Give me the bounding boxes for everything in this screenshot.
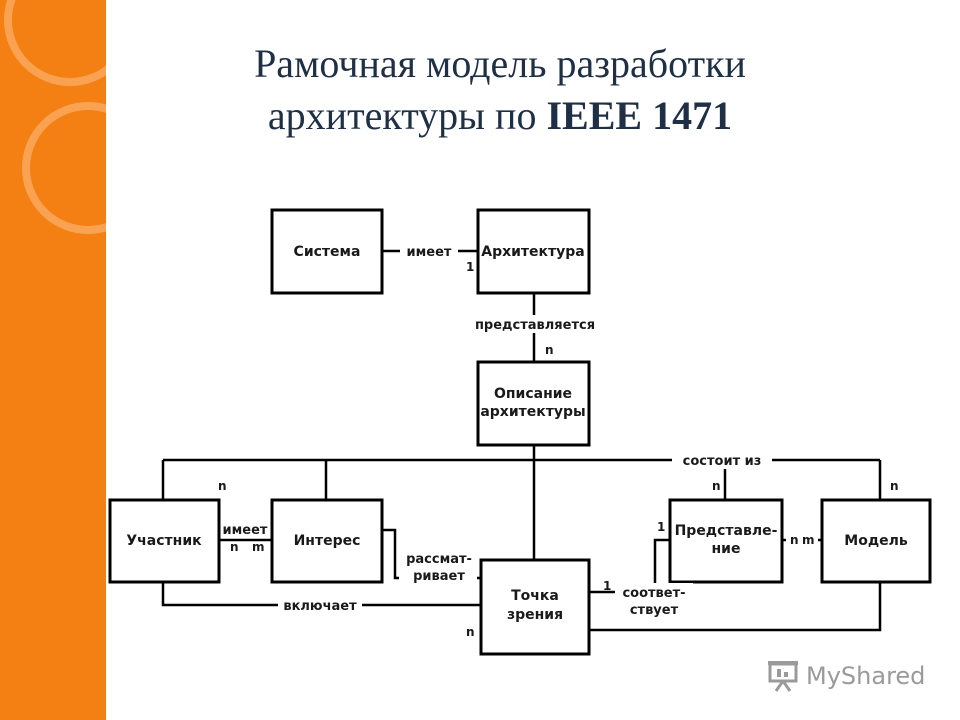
svg-text:n: n — [790, 533, 799, 547]
mysharedlogo: MyShared — [766, 656, 925, 696]
svg-text:ние: ние — [712, 541, 741, 557]
svg-text:Описание: Описание — [494, 386, 572, 402]
svg-text:m: m — [252, 540, 265, 554]
svg-text:n: n — [218, 479, 227, 493]
svg-text:n: n — [890, 479, 899, 493]
svg-text:Точка: Точка — [511, 588, 559, 604]
box-view: Представле- ние — [668, 498, 784, 584]
svg-text:1: 1 — [603, 579, 611, 593]
title-line-1: Рамочная модель разработки — [254, 41, 746, 86]
box-interest: Интерес — [270, 498, 384, 584]
svg-text:n: n — [230, 540, 239, 554]
svg-text:m: m — [802, 533, 815, 547]
box-system: Система — [270, 208, 384, 295]
title-standard-name: IEEE 1471 — [546, 93, 733, 138]
svg-text:1: 1 — [466, 260, 474, 274]
box-participant: Участник — [108, 498, 221, 584]
box-viewpoint: Точка зрения — [479, 558, 591, 656]
label-conforms-1: соответ- — [622, 586, 685, 601]
label-includes: включает — [283, 599, 357, 614]
relation-labels: имеет представляется состоит из имеет ра… — [221, 242, 772, 619]
svg-text:n: n — [545, 343, 554, 357]
svg-text:n: n — [466, 625, 475, 639]
decorative-orange-band — [0, 0, 106, 720]
link-participant-viewpoint — [161, 582, 481, 607]
svg-text:Интерес: Интерес — [294, 533, 361, 549]
slide-title: Рамочная модель разработки архитектуры п… — [150, 38, 850, 142]
decorative-circles — [4, 0, 106, 234]
svg-text:n: n — [712, 479, 721, 493]
svg-text:архитектуры: архитектуры — [480, 404, 585, 420]
svg-text:зрения: зрения — [507, 607, 563, 623]
label-considers-1: рассмат- — [406, 552, 472, 567]
label-considers-2: ривает — [413, 569, 465, 584]
svg-text:Модель: Модель — [844, 533, 908, 549]
label-has-top: имеет — [407, 245, 452, 260]
multiplicity-labels: 1 n n n m n n 1 n m 1 n — [218, 260, 899, 639]
svg-text:Система: Система — [294, 244, 361, 260]
svg-text:Архитектура: Архитектура — [481, 244, 585, 260]
box-architecture: Архитектура — [476, 208, 591, 295]
box-model: Модель — [820, 498, 932, 584]
label-has-mid: имеет — [223, 523, 268, 538]
logo-text: MyShared — [806, 662, 926, 690]
svg-text:Представле-: Представле- — [675, 523, 778, 539]
label-represented: представляется — [475, 318, 595, 333]
link-model-viewpoint — [589, 582, 882, 632]
label-consists-of: состоит из — [683, 454, 762, 469]
title-line-2: архитектуры по IEEE 1471 — [267, 93, 733, 138]
svg-text:Участник: Участник — [126, 533, 202, 549]
presentation-board-icon — [768, 661, 798, 692]
label-conforms-2: ствует — [630, 603, 679, 618]
box-architecture-description: Описание архитектуры — [476, 360, 591, 447]
svg-text:1: 1 — [657, 520, 665, 534]
